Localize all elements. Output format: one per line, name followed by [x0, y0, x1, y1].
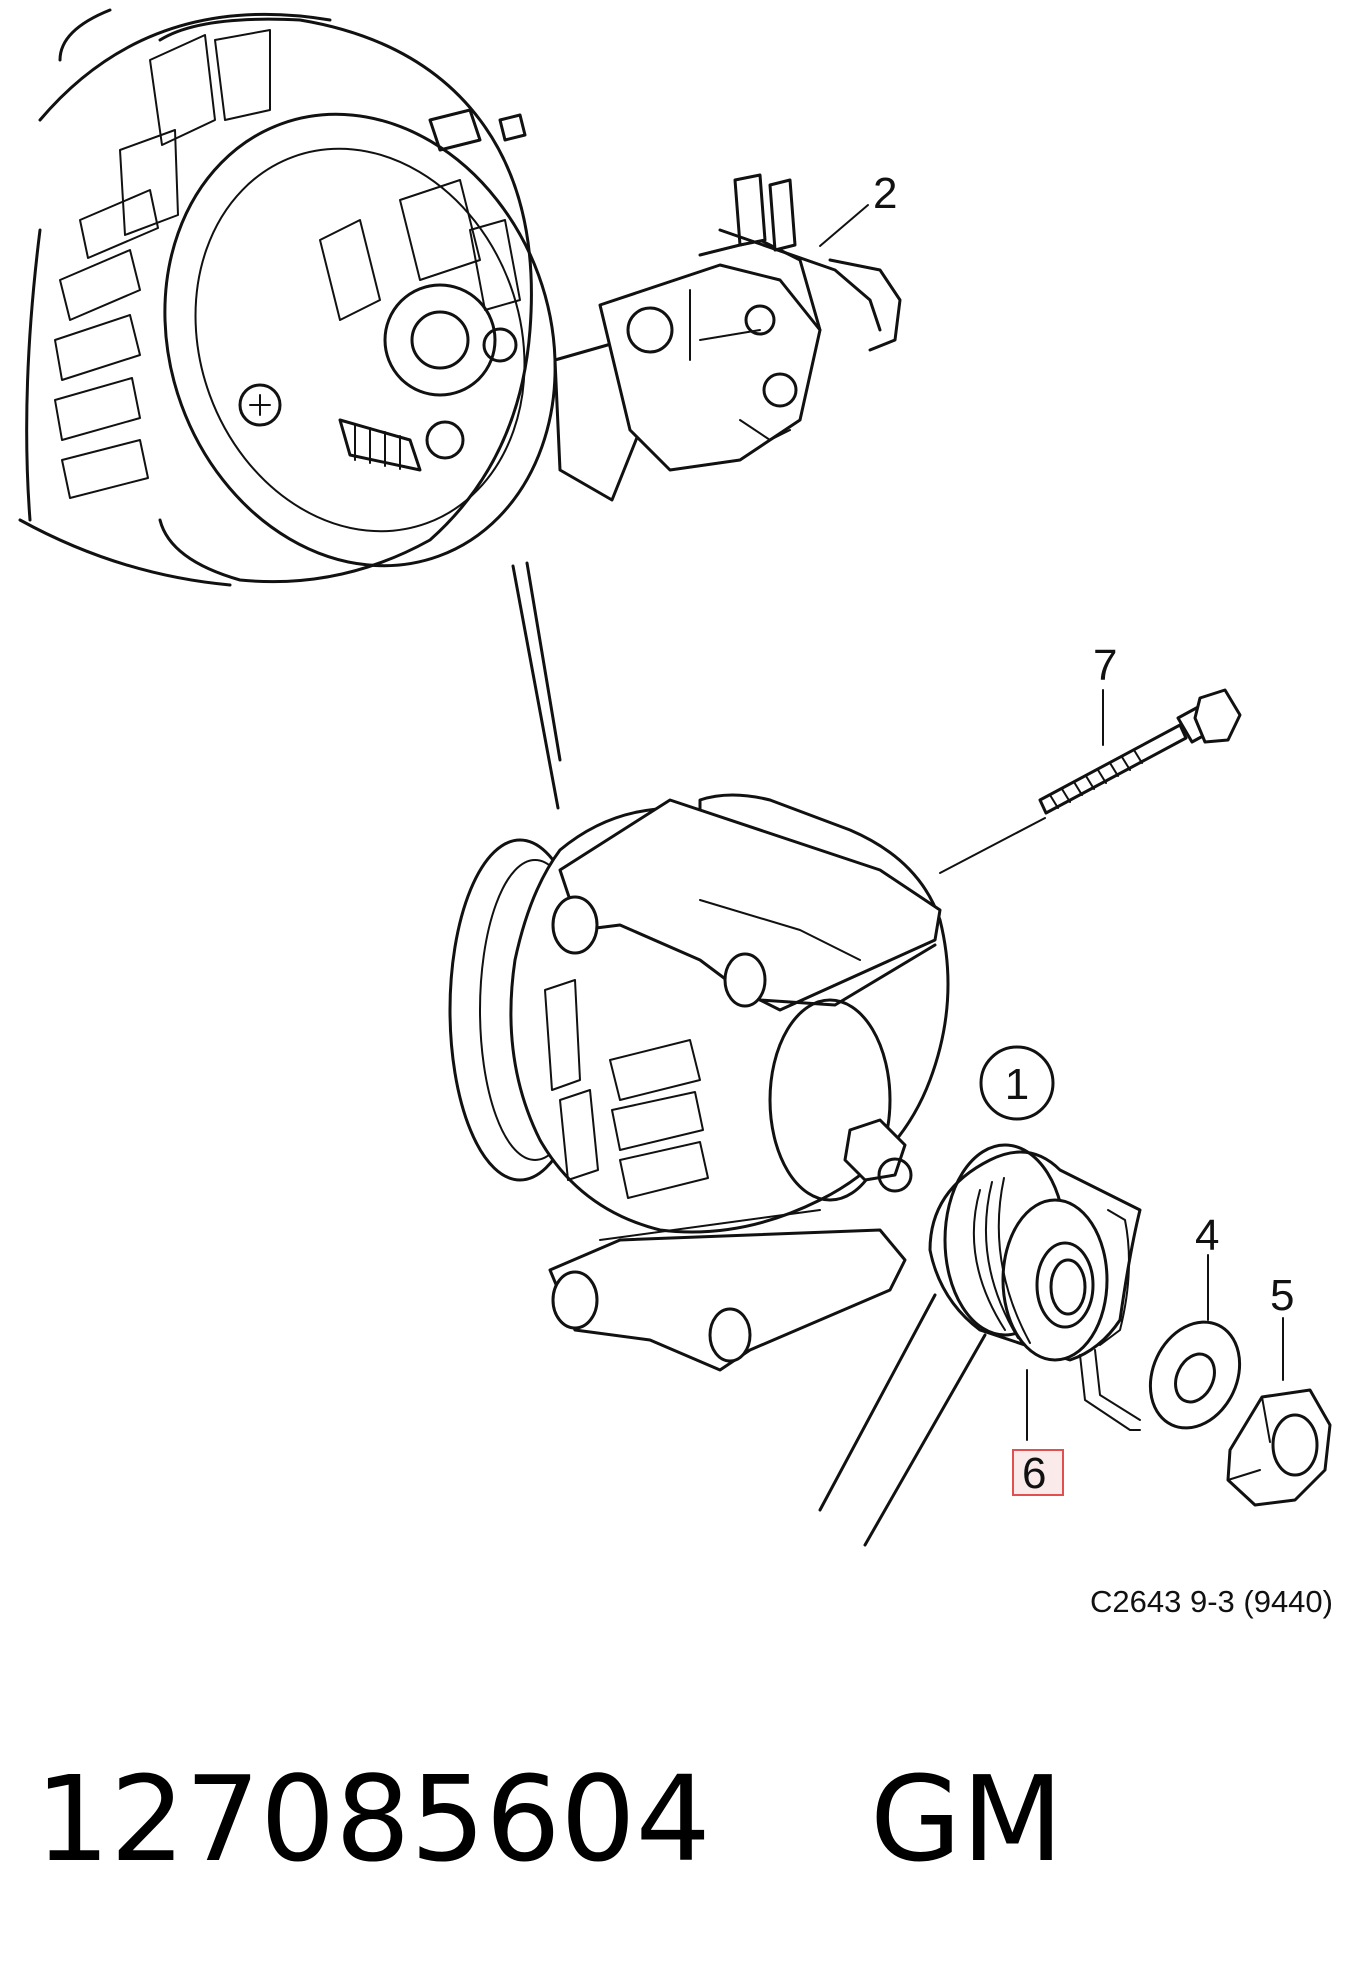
- callout-5-label: 5: [1270, 1271, 1294, 1320]
- washer: [1148, 1320, 1242, 1430]
- pulley: [928, 1143, 1142, 1362]
- leader-line-bolt: [939, 817, 1046, 874]
- voltage-regulator: [553, 173, 902, 502]
- callout-2-label: 2: [873, 169, 897, 218]
- assembly-pointer-lines: [511, 561, 562, 810]
- leader-line-2: [819, 204, 869, 247]
- callout-1: 1: [979, 1045, 1055, 1121]
- alternator-assembly: [448, 793, 950, 1372]
- bolt: [1038, 688, 1242, 815]
- callout-7-label: 7: [1093, 641, 1117, 690]
- diagram-reference-code: C2643 9-3 (9440): [1090, 1584, 1333, 1619]
- nut: [1226, 1388, 1332, 1507]
- callout-6-label: 6: [1022, 1449, 1046, 1498]
- callout-1-label: 1: [1005, 1060, 1029, 1109]
- drive-belt: [818, 1293, 1141, 1547]
- callout-6-highlight: 6: [1012, 1449, 1064, 1498]
- alternator-rear-view: [18, 8, 557, 587]
- callout-4-label: 4: [1195, 1211, 1219, 1260]
- brand-name: GM: [870, 1750, 1063, 1888]
- part-number: 127085604: [35, 1750, 711, 1888]
